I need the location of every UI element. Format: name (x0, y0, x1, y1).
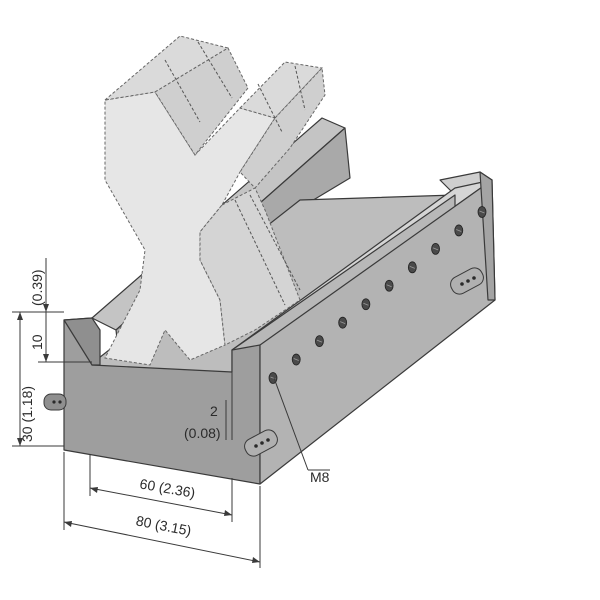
x-die (103, 35, 326, 366)
screw-head (407, 261, 417, 274)
holder-right-end (479, 171, 496, 301)
screw-head (361, 298, 371, 311)
x-die-side-right (239, 66, 326, 189)
screw-head (454, 224, 464, 237)
screw-head (384, 279, 394, 292)
dim-outer-width-label: 80 (3.15) (135, 512, 193, 538)
screw-head (338, 316, 348, 329)
key-front-right (244, 429, 278, 457)
screw-head (315, 335, 324, 348)
screw-row (268, 206, 487, 384)
dim-wall-step: 2 (0.08) (184, 372, 233, 441)
holder-front-step (63, 317, 101, 366)
dim-total-height: 30 (1.18) (12, 311, 64, 447)
screw-head (431, 242, 440, 255)
callout-m8-label: M8 (310, 469, 330, 485)
dim-groove-depth-label: 10 (29, 334, 45, 350)
dim-wall-step-inch-label: (0.08) (184, 425, 221, 441)
dim-groove-depth: 10 (0.39) (29, 258, 92, 363)
callout-m8: M8 (273, 377, 330, 485)
x-die-lower-side (199, 187, 301, 346)
screw-head (477, 206, 487, 218)
dim-total-height-label: 30 (1.18) (19, 386, 35, 442)
dim-wall-step-label: 2 (210, 403, 218, 419)
side-keys (43, 267, 484, 457)
dim-groove-depth-inch-label: (0.39) (29, 269, 45, 306)
screw-head (291, 353, 301, 366)
x-die-side-left (154, 47, 249, 156)
dim-inner-width-label: 60 (2.36) (139, 475, 197, 500)
key-front-left (43, 393, 67, 411)
x-die-top-left (103, 35, 230, 101)
key-rear-right (450, 267, 484, 295)
